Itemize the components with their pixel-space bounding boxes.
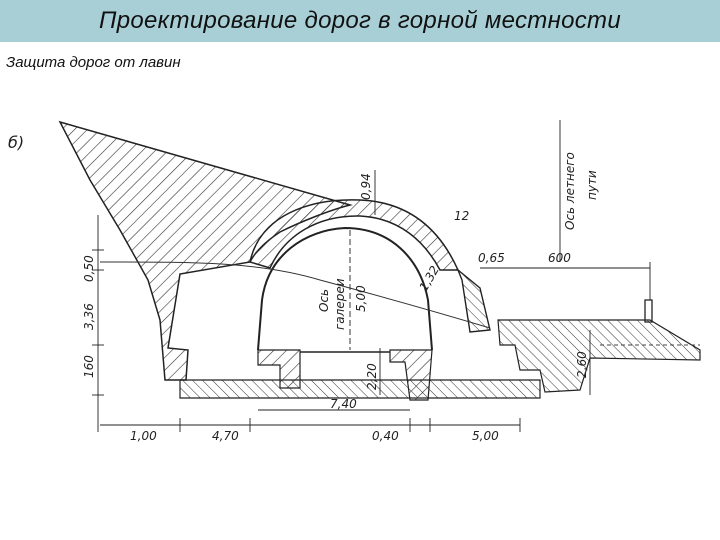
summer-road-axis-label-2: пути [585,170,599,200]
dim-12: 12 [454,209,469,223]
slide-subtitle: Защита дорог от лавин [6,54,181,71]
dim-gallery-500: 5,00 [354,285,368,312]
dim-065: 0,65 [478,251,505,265]
inner-footing-right [389,349,433,401]
guard-post [644,299,653,323]
summer-road-axis-label-1: Ось летнего [563,152,577,230]
avalanche-gallery-drawing: б) 0,94 12 0,65 600 0,50 3,36 160 5,00 [8,120,701,443]
slide-title: Проектирование дорог в горной местности [99,7,621,34]
foundation-slab [179,379,541,399]
surface-line [99,261,491,329]
dim-500: 5,00 [472,429,499,443]
buttress-right [457,269,491,333]
dim-260: 2,60 [575,351,589,378]
gallery-axis-label-1: Ось [317,289,331,312]
dim-336: 3,36 [82,303,96,330]
dimension-lines [92,120,651,432]
gallery-axis-label-2: галереи [333,278,347,330]
title-bar: Проектирование дорог в горной местности [0,0,720,42]
dim-600: 600 [548,251,571,265]
panel-label: б) [8,133,24,152]
slope-earth-fill [58,120,353,381]
dim-470: 4,70 [212,429,239,443]
dim-040: 0,40 [372,429,399,443]
dim-220: 2,20 [365,363,379,390]
inner-footing-left [257,349,301,389]
dim-100: 1,00 [130,429,157,443]
dim-094: 0,94 [359,173,373,200]
dim-050: 0,50 [82,255,96,282]
gallery-arch-inner [257,226,433,351]
dim-740: 7,40 [330,397,357,411]
dim-160: 160 [82,355,96,378]
